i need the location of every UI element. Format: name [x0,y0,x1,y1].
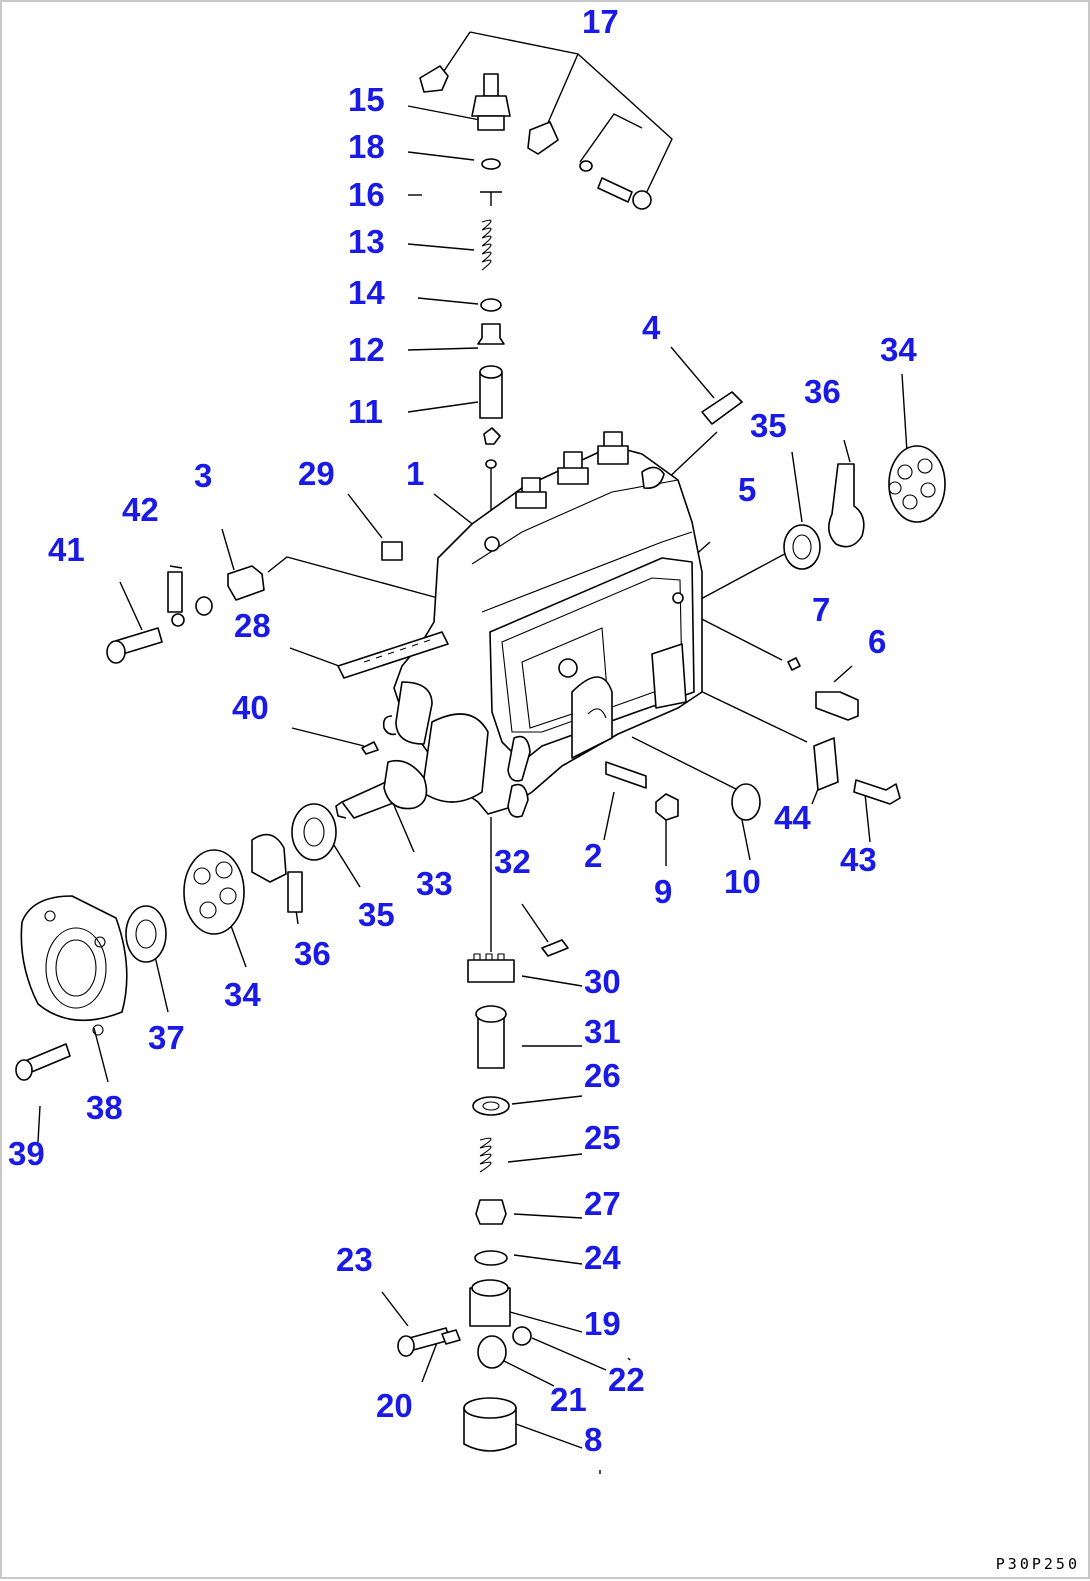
callout-17[interactable]: 17 [582,3,619,40]
callout-34-right[interactable]: 34 [880,331,917,368]
callout-43[interactable]: 43 [840,841,877,878]
callout-22[interactable]: 22 [608,1361,645,1398]
leader-lines [37,31,908,1474]
callout-31[interactable]: 31 [584,1013,621,1050]
callout-4[interactable]: 4 [642,309,661,346]
left-side-parts [15,565,449,1081]
callout-35-left[interactable]: 35 [358,896,395,933]
callout-8[interactable]: 8 [584,1421,603,1458]
callout-35-right[interactable]: 35 [750,407,787,444]
callout-40[interactable]: 40 [232,689,269,726]
callout-36-right[interactable]: 36 [804,373,841,410]
callout-27[interactable]: 27 [584,1185,621,1222]
drawing-code: P30P250 [995,1555,1080,1573]
callout-3[interactable]: 3 [194,457,213,494]
callout-14[interactable]: 14 [348,274,385,311]
callout-20[interactable]: 20 [376,1387,413,1424]
callout-33[interactable]: 33 [416,865,453,902]
callout-39[interactable]: 39 [8,1135,45,1172]
callout-32[interactable]: 32 [494,843,531,880]
callout-28[interactable]: 28 [234,607,271,644]
callout-11[interactable]: 11 [348,393,383,430]
callout-10[interactable]: 10 [724,863,761,900]
callout-25[interactable]: 25 [584,1119,621,1156]
callout-29[interactable]: 29 [298,455,335,492]
callout-6[interactable]: 6 [868,623,887,660]
callout-36-left[interactable]: 36 [294,935,331,972]
callout-16[interactable]: 16 [348,176,385,213]
upper-delivery-valve-stack [419,65,652,469]
callout-2[interactable]: 2 [584,837,603,874]
callout-23[interactable]: 23 [336,1241,373,1278]
pump-housing [335,391,743,819]
callout-21[interactable]: 21 [550,1381,587,1418]
callout-15[interactable]: 15 [348,81,385,118]
callout-34-left[interactable]: 34 [224,976,261,1013]
callout-44[interactable]: 44 [774,799,811,836]
callout-9[interactable]: 9 [654,873,673,910]
callout-30[interactable]: 30 [584,963,621,1000]
callout-42[interactable]: 42 [122,491,159,528]
callout-1[interactable]: 1 [406,455,425,492]
callout-19[interactable]: 19 [584,1305,621,1342]
lower-tappet-stack [397,939,569,1452]
callout-41[interactable]: 41 [48,531,85,568]
callout-24[interactable]: 24 [584,1239,621,1276]
callout-7[interactable]: 7 [812,591,831,628]
callout-38[interactable]: 38 [86,1089,123,1126]
callout-37[interactable]: 37 [148,1019,185,1056]
callout-18[interactable]: 18 [348,128,385,165]
callout-12[interactable]: 12 [348,331,385,368]
right-side-parts [605,445,946,821]
callout-5[interactable]: 5 [738,471,757,508]
callout-13[interactable]: 13 [348,223,385,260]
callout-26[interactable]: 26 [584,1057,621,1094]
